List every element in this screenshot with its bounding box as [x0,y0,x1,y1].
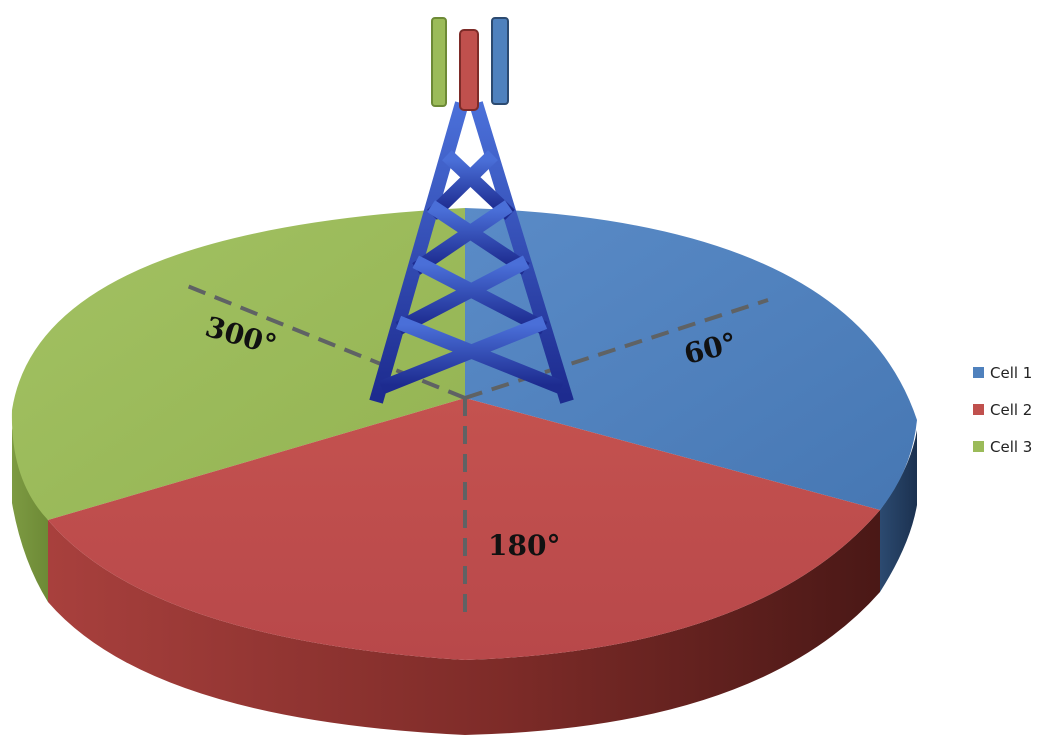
legend-label-cell-1: Cell 1 [990,363,1033,382]
cell-2-side-wall [48,510,880,735]
legend-item-cell-2: Cell 2 [973,397,1048,422]
legend-item-cell-1: Cell 1 [973,360,1048,385]
cell-1-side-wall [880,430,917,592]
antenna-group [431,17,509,111]
tower-icon [363,101,580,404]
antenna-cell-2-icon [459,29,479,111]
legend-label-cell-3: Cell 3 [990,437,1033,456]
legend-swatch-cell-1 [973,367,984,378]
cell-3-slice [11,208,466,520]
legend-swatch-cell-2 [973,404,984,415]
azimuth-300-line [179,281,466,400]
legend-label-cell-2: Cell 2 [990,400,1033,419]
angle-label-180: 180° [488,529,560,562]
legend-item-cell-3: Cell 3 [973,434,1048,459]
antenna-cell-3-icon [431,17,447,107]
legend-swatch-cell-3 [973,441,984,452]
legend: Cell 1 Cell 2 Cell 3 [973,360,1048,471]
cell-2-slice [48,398,880,660]
azimuth-60-line [464,298,769,400]
cell-1-slice [465,208,917,510]
antenna-cell-1-icon [491,17,509,105]
